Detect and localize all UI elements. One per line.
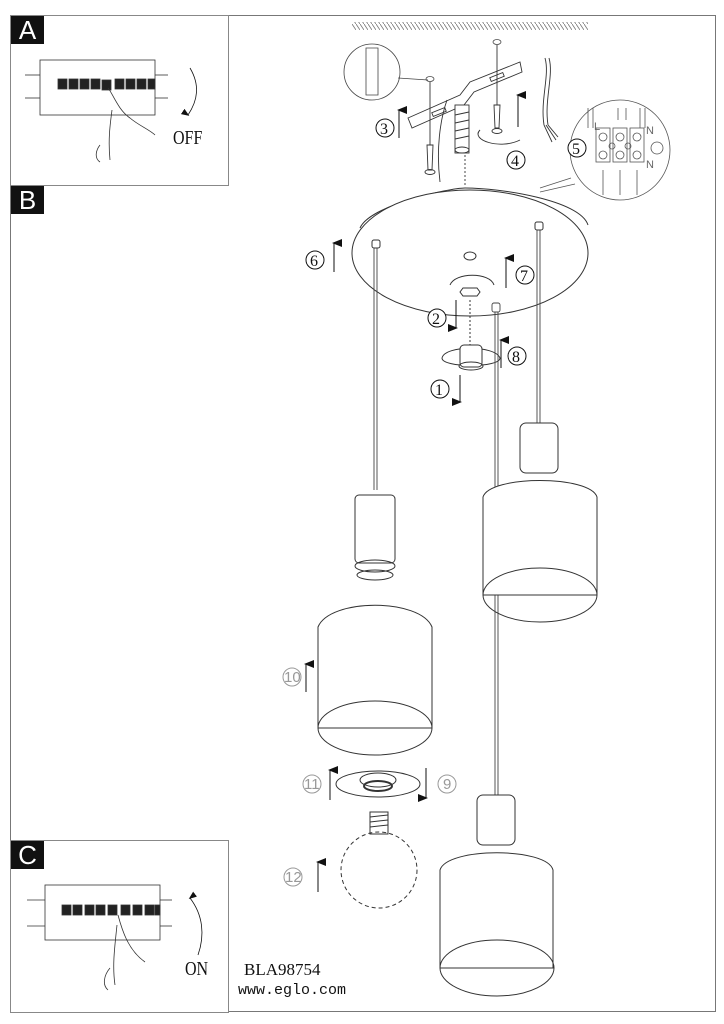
step-1: 1	[430, 375, 462, 406]
pendant-right-upper	[482, 422, 598, 623]
svg-text:6: 6	[310, 253, 318, 270]
step-3: 3	[375, 118, 395, 138]
step-4: 4	[506, 150, 526, 170]
hand-icon	[95, 87, 156, 163]
shade-left	[317, 604, 433, 756]
breaker-switches	[57, 78, 156, 91]
socket-holder-left	[354, 494, 396, 581]
step-6: 6	[305, 239, 342, 272]
rotate-up-arrow	[188, 891, 203, 956]
wall-plug-detail	[343, 39, 502, 101]
pendant-right-lower	[439, 794, 555, 997]
page-frame	[10, 15, 716, 1012]
step-7: 7	[504, 254, 535, 288]
svg-text:2: 2	[432, 311, 440, 328]
step-markers: 3 4 5 6 7 2 8 1 10 11 9 12	[282, 118, 587, 892]
svg-text:12: 12	[285, 869, 302, 886]
step-10: 10	[282, 660, 314, 692]
svg-text:5: 5	[572, 141, 580, 158]
svg-text:10: 10	[284, 669, 301, 686]
breaker-panel-on	[27, 884, 203, 991]
section-b-badge: B	[11, 186, 44, 214]
website-url: www.eglo.com	[238, 982, 347, 999]
svg-text:1: 1	[435, 382, 443, 399]
ceiling-canopy	[351, 187, 589, 345]
terminal-block-detail: L N N	[539, 99, 671, 201]
model-code: BLA98754	[244, 960, 321, 979]
pendant-shade	[439, 852, 554, 969]
earth-icon	[650, 141, 664, 155]
socket-cover	[441, 344, 501, 371]
svg-text:9: 9	[443, 776, 451, 793]
light-bulb	[340, 811, 418, 909]
svg-text:N: N	[646, 125, 654, 137]
step-2: 2	[427, 300, 458, 332]
step-8: 8	[499, 336, 527, 368]
section-c-badge: C	[11, 841, 44, 869]
step-9: 9	[418, 768, 457, 802]
svg-text:4: 4	[511, 153, 519, 170]
switch-on-label: ON	[185, 958, 209, 980]
svg-text:3: 3	[380, 121, 388, 138]
supply-cable	[542, 57, 559, 143]
svg-text:7: 7	[520, 268, 528, 285]
step-12: 12	[283, 858, 326, 892]
socket-ring	[335, 770, 421, 798]
rotate-arrow	[477, 129, 521, 145]
breaker-panel-off	[25, 59, 197, 163]
svg-text:11: 11	[304, 776, 320, 793]
hand-icon	[104, 914, 146, 991]
mounting-bracket	[407, 45, 523, 185]
step-11: 11	[302, 766, 338, 800]
svg-text:8: 8	[512, 349, 520, 366]
switch-off-label: OFF	[173, 127, 203, 149]
rotate-down-arrow	[180, 67, 197, 116]
svg-text:L: L	[594, 121, 600, 133]
step-5: 5	[567, 138, 587, 158]
svg-text:N: N	[646, 159, 654, 171]
ceiling-hatch	[352, 22, 588, 30]
section-a-badge: A	[11, 16, 44, 44]
